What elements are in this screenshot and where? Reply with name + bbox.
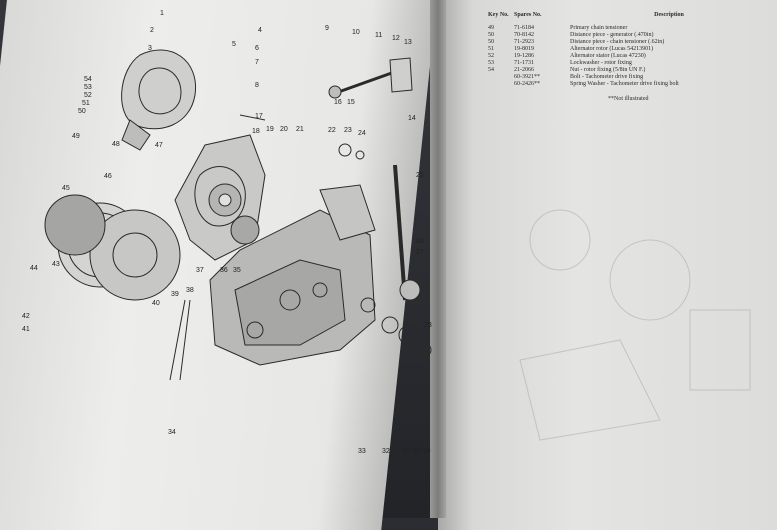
callout-21: 21	[296, 126, 304, 133]
callout-43: 43	[52, 261, 60, 268]
cell-spares: 60-3921**	[514, 74, 540, 80]
header-spares-no: Spares No.	[514, 12, 542, 18]
callout-50: 50	[78, 108, 86, 115]
cell-spares: 21-2066	[514, 67, 534, 73]
header-description: Description	[654, 12, 684, 18]
cell-description: Nut - rotor fixing (5/8in UN F.)	[570, 67, 646, 73]
callout-12: 12	[392, 35, 400, 42]
book-spine	[430, 0, 446, 518]
callout-23: 23	[344, 127, 352, 134]
parts-list-table: Key No. Spares No. Description 49 71-6184…	[488, 12, 768, 103]
cell-key: 50	[488, 39, 494, 45]
callout-17: 17	[255, 113, 263, 120]
cell-description: Alternator stator (Lucas 47230)	[570, 53, 646, 59]
callout-48: 48	[112, 141, 120, 148]
callout-20: 20	[280, 126, 288, 133]
not-illustrated-note: **Not illustrated	[608, 96, 649, 102]
callout-36: 36	[220, 267, 228, 274]
callout-44: 44	[30, 265, 38, 272]
callout-49: 49	[72, 133, 80, 140]
callout-39: 39	[171, 291, 179, 298]
cell-spares: 71-2923	[514, 39, 534, 45]
cell-key: 49	[488, 25, 494, 31]
cell-description: Bolt - Tachometer drive fixing	[570, 74, 644, 80]
table-row: 60-3921** Bolt - Tachometer drive fixing	[488, 74, 768, 81]
cell-description: Lockwasher - rotor fixing	[570, 60, 632, 66]
table-row: 53 71-1731 Lockwasher - rotor fixing	[488, 60, 768, 67]
callout-16: 16	[334, 99, 342, 106]
callout-14: 14	[408, 115, 416, 122]
table-row: 54 21-2066 Nut - rotor fixing (5/8in UN F.…	[488, 67, 768, 74]
cell-description: Spring Washer - Tachometer drive fixing …	[570, 81, 679, 87]
cell-description: Distance piece - chain tensioner (.62in)	[570, 39, 665, 45]
callout-33: 33	[358, 448, 366, 455]
callout-4: 4	[258, 27, 262, 34]
callout-13: 13	[404, 39, 412, 46]
right-page	[438, 0, 777, 530]
callout-37: 37	[196, 267, 204, 274]
table-row: 51 19-8019 Alternator rotor (Lucas 5421390…	[488, 46, 768, 53]
header-key-no: Key No.	[488, 12, 509, 18]
callout-6: 6	[255, 45, 259, 52]
callout-31: 31	[402, 448, 410, 455]
callout-47: 47	[155, 142, 163, 149]
exploded-engine-diagram: 1 2 3 4 5 6 7 8 9 10 11 12 13 14 15 16 1…	[22, 10, 432, 455]
cell-key: 54	[488, 67, 494, 73]
callout-35: 35	[233, 267, 241, 274]
cell-key: 51	[488, 46, 494, 52]
callout-32: 32	[382, 448, 390, 455]
callout-46: 46	[104, 173, 112, 180]
callout-18: 18	[252, 128, 260, 135]
cell-spares: 60-2426**	[514, 81, 540, 87]
callout-24: 24	[358, 130, 366, 137]
callout-5: 5	[232, 41, 236, 48]
cell-key	[488, 74, 514, 81]
cell-description: Distance piece - generator (.470in)	[570, 32, 654, 38]
callout-28: 28	[424, 322, 432, 329]
callout-7: 7	[255, 59, 259, 66]
cell-key: 50	[488, 32, 494, 38]
callout-38: 38	[186, 287, 194, 294]
callout-22: 22	[328, 127, 336, 134]
callout-27: 27	[416, 249, 424, 256]
callout-2: 2	[150, 27, 154, 34]
table-row: 50 71-2923 Distance piece - chain tensione…	[488, 39, 768, 46]
cell-spares: 70-8142	[514, 32, 534, 38]
bleed-through-diagram	[519, 209, 751, 441]
callout-41: 41	[22, 326, 30, 333]
callout-53: 53	[84, 84, 92, 91]
callout-52: 52	[84, 92, 92, 99]
cell-spares: 71-6184	[514, 25, 534, 31]
callout-1: 1	[160, 10, 164, 17]
callout-11: 11	[375, 32, 382, 39]
cell-key: 53	[488, 60, 494, 66]
callout-51: 51	[82, 100, 90, 107]
callout-40: 40	[152, 300, 160, 307]
cell-description: Primary chain tensioner	[570, 25, 628, 31]
callout-9: 9	[325, 25, 329, 32]
table-row: 60-2426** Spring Washer - Tachometer driv…	[488, 81, 768, 88]
callout-10: 10	[352, 29, 360, 36]
callout-30-29: 30 29	[413, 448, 431, 455]
table-header: Key No. Spares No. Description	[488, 12, 768, 19]
cell-spares: 19-1286	[514, 53, 534, 59]
cell-key	[488, 81, 514, 88]
callout-26: 26	[416, 238, 424, 245]
cell-key: 52	[488, 53, 494, 59]
table-row: 52 19-1286 Alternator stator (Lucas 47230)	[488, 53, 768, 60]
table-row: 49 71-6184 Primary chain tensioner	[488, 25, 768, 32]
callout-15: 15	[347, 99, 355, 106]
callout-45: 45	[62, 185, 70, 192]
callout-25: 25	[416, 172, 424, 179]
callout-42: 42	[22, 313, 30, 320]
callout-54: 54	[84, 76, 92, 83]
cell-spares: 19-8019	[514, 46, 534, 52]
cell-spares: 71-1731	[514, 60, 534, 66]
table-row: 50 70-8142 Distance piece - generator (.47…	[488, 32, 768, 39]
callout-3: 3	[148, 45, 152, 52]
callout-19: 19	[266, 126, 274, 133]
callout-34: 34	[168, 429, 176, 436]
cell-description: Alternator rotor (Lucas 54213901)	[570, 46, 654, 52]
callout-8: 8	[255, 82, 259, 89]
